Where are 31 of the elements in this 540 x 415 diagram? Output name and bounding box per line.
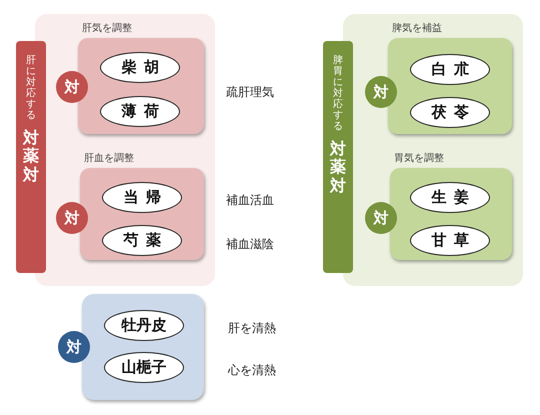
group-box: [82, 294, 204, 400]
side-title: 対薬対: [330, 140, 346, 196]
pair-badge: 対: [365, 202, 397, 234]
pair-badge: 対: [365, 76, 397, 108]
effect-label: 肝を清熱: [228, 320, 276, 337]
herb-name: 牡丹皮: [122, 316, 166, 335]
side-bar: [323, 41, 353, 273]
group-heading: 肝気を調整: [82, 22, 132, 35]
herb-name: 生姜: [431, 188, 476, 207]
group-heading: 脾気を補益: [392, 22, 442, 35]
herb-name: 白朮: [431, 60, 476, 79]
group-heading: 胃気を調整: [394, 152, 444, 165]
side-bar: [16, 41, 46, 273]
side-caption: 肝に対応する: [26, 55, 36, 121]
effect-label: 心を清熱: [228, 362, 276, 379]
herb-name: 柴胡: [121, 58, 166, 77]
pair-badge: 対: [56, 202, 88, 234]
side-caption: 脾胃に対応する: [333, 55, 343, 132]
effect-label: 補血活血: [226, 192, 274, 209]
herb-name: 甘草: [431, 231, 476, 250]
pair-badge: 対: [58, 331, 90, 363]
herb-name: 茯苓: [431, 103, 476, 122]
pair-badge: 対: [56, 71, 88, 103]
group-heading: 肝血を調整: [84, 152, 134, 165]
side-title: 対薬対: [23, 129, 39, 184]
herb-name: 薄荷: [121, 102, 166, 121]
herb-name: 芍薬: [123, 231, 168, 250]
herb-name: 当帰: [123, 188, 168, 207]
effect-label: 疏肝理気: [226, 84, 274, 101]
herb-name: 山梔子: [122, 358, 166, 377]
effect-label: 補血滋陰: [226, 236, 274, 253]
